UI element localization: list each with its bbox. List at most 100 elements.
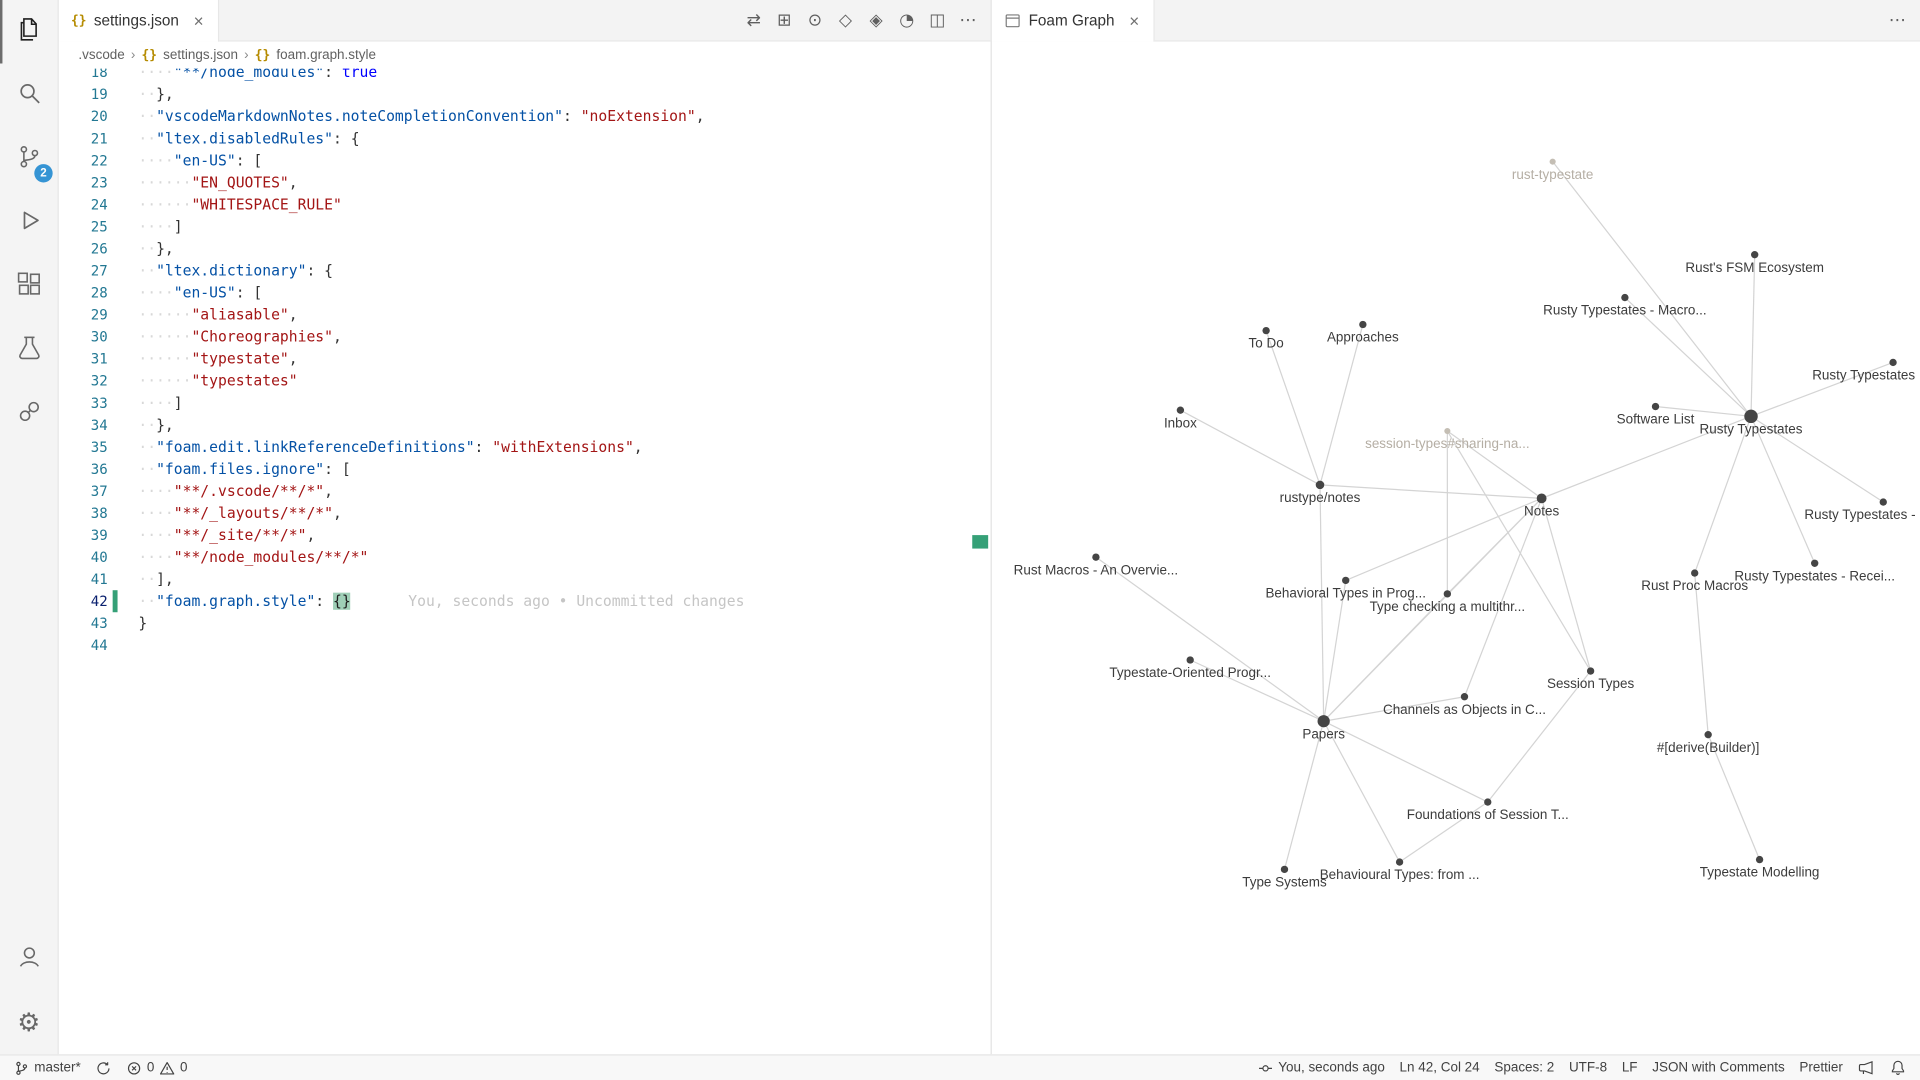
activity-item-references[interactable] <box>0 382 58 446</box>
breadcrumb-folder[interactable]: .vscode <box>78 47 125 63</box>
graph-node[interactable] <box>1315 480 1325 490</box>
split-editor-icon[interactable]: ◫ <box>929 10 946 31</box>
problems-status[interactable]: 0 0 <box>119 1056 195 1080</box>
graph-node[interactable] <box>1704 731 1712 739</box>
graph-node-label[interactable]: Behavioral Types in Prog... <box>1265 586 1426 601</box>
graph-node-label[interactable]: Foundations of Session T... <box>1407 807 1569 822</box>
formatter-status[interactable]: Prettier <box>1792 1056 1850 1080</box>
graph-node-label[interactable]: rust-typestate <box>1512 167 1594 182</box>
graph-node-label[interactable]: Papers <box>1302 726 1345 741</box>
graph-node-label[interactable]: Notes <box>1524 504 1559 519</box>
graph-node-label[interactable]: Rusty Typestates - Macro... <box>1543 303 1706 318</box>
graph-node[interactable] <box>1176 406 1185 414</box>
graph-node-label[interactable]: Approaches <box>1327 330 1399 345</box>
graph-node-label[interactable]: Typestate Modelling <box>1700 865 1820 880</box>
graph-node-label[interactable]: Inbox <box>1164 415 1197 430</box>
graph-node[interactable] <box>1484 798 1492 806</box>
graph-node-label[interactable]: #[derive(Builder)] <box>1657 740 1759 755</box>
gitlens-graph-icon[interactable]: ◈ <box>869 10 883 31</box>
code-line[interactable]: 22····"en-US": [ <box>59 149 991 171</box>
graph-node[interactable] <box>1186 656 1194 664</box>
activity-item-explorer[interactable] <box>0 0 58 64</box>
code-line[interactable]: 37····"**/.vscode/**/*", <box>59 480 991 502</box>
symbol-outline-icon[interactable]: ◇ <box>838 10 853 31</box>
code-line[interactable]: 34··}, <box>59 414 991 436</box>
graph-node[interactable] <box>1586 667 1595 675</box>
graph-node[interactable] <box>1443 590 1452 598</box>
graph-node[interactable] <box>1342 576 1350 585</box>
eol-status[interactable]: LF <box>1614 1056 1644 1080</box>
breadcrumb-symbol[interactable]: foam.graph.style <box>276 47 376 63</box>
graph-node-label[interactable]: Rusty Typestates - <box>1804 507 1915 522</box>
activity-item-testing[interactable] <box>0 318 58 382</box>
code-line[interactable]: 18····"**/node_modules": true <box>59 69 991 84</box>
graph-node[interactable] <box>1889 358 1897 367</box>
graph-node[interactable] <box>1755 855 1764 864</box>
code-line[interactable]: 26··}, <box>59 238 991 260</box>
breadcrumb-file[interactable]: settings.json <box>163 47 239 63</box>
activity-item-search[interactable] <box>0 64 58 128</box>
sync-status[interactable] <box>88 1056 119 1080</box>
graph-node[interactable] <box>1444 427 1451 435</box>
code-line[interactable]: 20··"vscodeMarkdownNotes.noteCompletionC… <box>59 105 991 127</box>
code-line[interactable]: 28····"en-US": [ <box>59 282 991 304</box>
activity-item-account[interactable] <box>0 927 58 991</box>
cursor-position-status[interactable]: Ln 42, Col 24 <box>1392 1056 1487 1080</box>
graph-node[interactable] <box>1651 402 1660 411</box>
graph-node-label[interactable]: Typestate-Oriented Progr... <box>1109 665 1271 680</box>
code-line[interactable]: 43} <box>59 612 991 634</box>
tab-foam-graph[interactable]: Foam Graph × <box>991 0 1156 42</box>
more-actions-icon[interactable]: ⋯ <box>959 10 977 31</box>
code-line[interactable]: 41··], <box>59 568 991 590</box>
code-line[interactable]: 39····"**/_site/**/*", <box>59 524 991 546</box>
timeline-icon[interactable]: ◔ <box>899 10 915 31</box>
activity-item-extensions[interactable] <box>0 255 58 319</box>
code-line[interactable]: 35··"foam.edit.linkReferenceDefinitions"… <box>59 436 991 458</box>
graph-node-label[interactable]: Channels as Objects in C... <box>1383 702 1546 717</box>
graph-node[interactable] <box>1317 715 1330 728</box>
graph-node[interactable] <box>1092 553 1100 561</box>
close-tab-icon[interactable]: × <box>193 11 204 31</box>
close-tab-icon[interactable]: × <box>1129 11 1140 31</box>
code-line[interactable]: 36··"foam.files.ignore": [ <box>59 458 991 480</box>
language-mode-status[interactable]: JSON with Comments <box>1645 1056 1792 1080</box>
graph-node-label[interactable]: rustype/notes <box>1280 490 1361 505</box>
graph-node[interactable] <box>1879 498 1887 506</box>
graph-node-label[interactable]: session-types#sharing-na... <box>1365 436 1530 451</box>
graph-node-label[interactable]: Software List <box>1617 412 1695 427</box>
graph-node[interactable] <box>1262 326 1270 335</box>
code-line[interactable]: 42··"foam.graph.style": {}You, seconds a… <box>59 590 991 613</box>
graph-node[interactable] <box>1751 251 1759 259</box>
code-line[interactable]: 25····] <box>59 216 991 238</box>
goto-symbol-icon[interactable]: ⊙ <box>807 10 823 31</box>
code-line[interactable]: 31······"typestate", <box>59 348 991 370</box>
notifications-status[interactable] <box>1882 1056 1914 1080</box>
code-line[interactable]: 24······"WHITESPACE_RULE" <box>59 193 991 215</box>
graph-node[interactable] <box>1460 693 1469 701</box>
graph-node-label[interactable]: Rusty Typestates <box>1812 368 1915 383</box>
code-line[interactable]: 21··"ltex.disabledRules": { <box>59 127 991 149</box>
graph-node[interactable] <box>1621 293 1629 302</box>
graph-node[interactable] <box>1691 569 1699 577</box>
code-line[interactable]: 40····"**/node_modules/**/*" <box>59 546 991 568</box>
graph-node-label[interactable]: Rusty Typestates - Recei... <box>1734 568 1895 583</box>
activity-item-settings[interactable]: ⚙ <box>0 991 58 1055</box>
graph-node[interactable] <box>1811 559 1819 567</box>
code-line[interactable]: 30······"Choreographies", <box>59 326 991 348</box>
tab-settings-json[interactable]: {} settings.json × <box>58 0 220 42</box>
graph-node-label[interactable]: Rust Proc Macros <box>1641 578 1748 593</box>
code-line[interactable]: 23······"EN_QUOTES", <box>59 171 991 193</box>
encoding-status[interactable]: UTF-8 <box>1562 1056 1615 1080</box>
code-line[interactable]: 44 <box>59 634 991 656</box>
graph-node[interactable] <box>1536 493 1547 504</box>
code-line[interactable]: 19··}, <box>59 83 991 105</box>
code-line[interactable]: 27··"ltex.dictionary": { <box>59 260 991 282</box>
graph-node[interactable] <box>1549 158 1556 165</box>
graph-node-label[interactable]: Rust Macros - An Overvie... <box>1014 562 1178 577</box>
graph-node-label[interactable]: To Do <box>1249 336 1284 351</box>
code-line[interactable]: 32······"typestates" <box>59 370 991 392</box>
graph-node-label[interactable]: Rusty Typestates <box>1700 421 1803 436</box>
graph-node-label[interactable]: Session Types <box>1547 676 1635 691</box>
